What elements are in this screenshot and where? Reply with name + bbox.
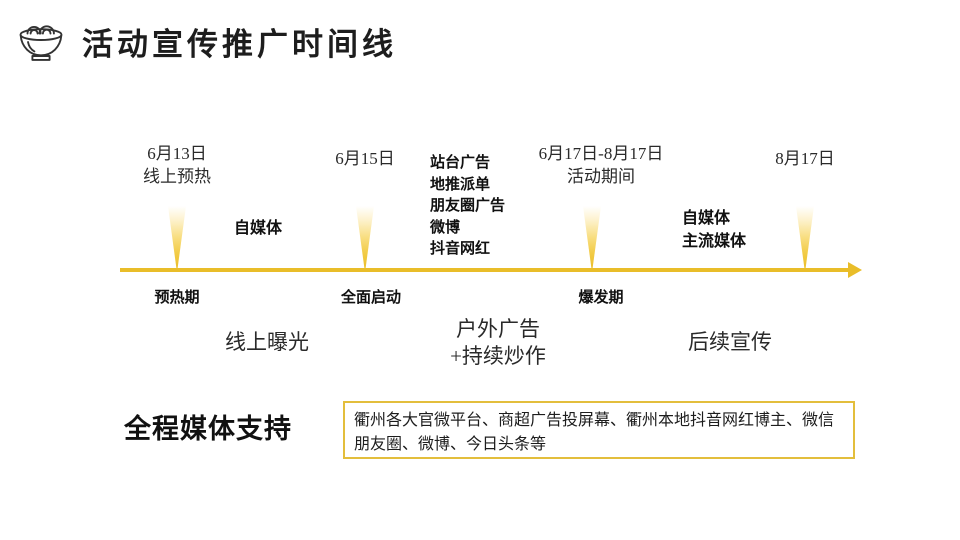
milestone-marker-3[interactable] bbox=[583, 206, 601, 270]
footer-title: 全程媒体支持 bbox=[124, 414, 292, 444]
channel-list-item: 抖音网红 bbox=[430, 240, 491, 258]
description-3-line1: 后续宣传 bbox=[688, 330, 772, 354]
milestone-marker-2[interactable] bbox=[356, 206, 374, 270]
timeline-arrow-icon bbox=[848, 262, 862, 278]
channel-list-item: 地推派单 bbox=[430, 175, 491, 193]
milestone-date-3: 6月17日-8月17日 活动期间 bbox=[539, 143, 664, 189]
description-2: 户外广告 +持续炒作 bbox=[450, 316, 546, 371]
milestone-marker-1[interactable] bbox=[168, 206, 186, 270]
channel-list-item: 站台广告 bbox=[430, 154, 491, 171]
milestone-date-1: 6月13日 线上预热 bbox=[143, 143, 211, 189]
footer-callout-text: 衢州各大官微平台、商超广告投屏幕、衢州本地抖音网红博主、微信朋友圈、微博、今日头… bbox=[354, 412, 835, 453]
description-2-line2: +持续炒作 bbox=[450, 344, 546, 369]
media-tag-group-2: 自媒体 主流媒体 bbox=[682, 207, 746, 253]
milestone-date-4-line1: 8月17日 bbox=[775, 149, 835, 168]
footer-callout-box: 衢州各大官微平台、商超广告投屏幕、衢州本地抖音网红博主、微信朋友圈、微博、今日头… bbox=[343, 401, 855, 459]
timeline-axis bbox=[120, 268, 850, 272]
description-1-line1: 线上曝光 bbox=[225, 330, 309, 354]
channel-list-item: 朋友圈广告 bbox=[430, 197, 506, 215]
milestone-date-2-line1: 6月15日 bbox=[335, 149, 395, 168]
milestone-date-4: 8月17日 bbox=[775, 148, 835, 171]
media-tag-mainstream-media: 主流媒体 bbox=[682, 233, 747, 251]
media-tag-self-media-2: 自媒体 bbox=[682, 210, 731, 227]
milestone-date-3-line1: 6月17日-8月17日 bbox=[538, 144, 664, 163]
milestone-date-2: 6月15日 bbox=[335, 148, 395, 171]
description-2-line1: 户外广告 bbox=[456, 317, 540, 341]
description-1: 线上曝光 bbox=[225, 329, 309, 356]
milestone-date-1-line1: 6月13日 bbox=[147, 144, 207, 163]
phase-label-1: 预热期 bbox=[154, 289, 200, 306]
milestone-date-1-line2: 线上预热 bbox=[143, 166, 211, 186]
channel-list: 站台广告 地推派单 朋友圈广告 微博 抖音网红 bbox=[430, 152, 505, 260]
milestone-date-3-line2: 活动期间 bbox=[566, 166, 635, 186]
channel-list-item: 微博 bbox=[430, 218, 461, 236]
media-tag-self-media-1: 自媒体 bbox=[234, 220, 283, 237]
slide-header: 活动宣传推广时间线 bbox=[14, 18, 397, 64]
description-3: 后续宣传 bbox=[688, 329, 772, 356]
page-title: 活动宣传推广时间线 bbox=[82, 26, 397, 62]
milestone-marker-4[interactable] bbox=[796, 206, 814, 270]
phase-label-3: 爆发期 bbox=[578, 289, 624, 306]
noodle-bowl-icon bbox=[14, 18, 68, 64]
phase-label-2: 全面启动 bbox=[340, 289, 402, 306]
